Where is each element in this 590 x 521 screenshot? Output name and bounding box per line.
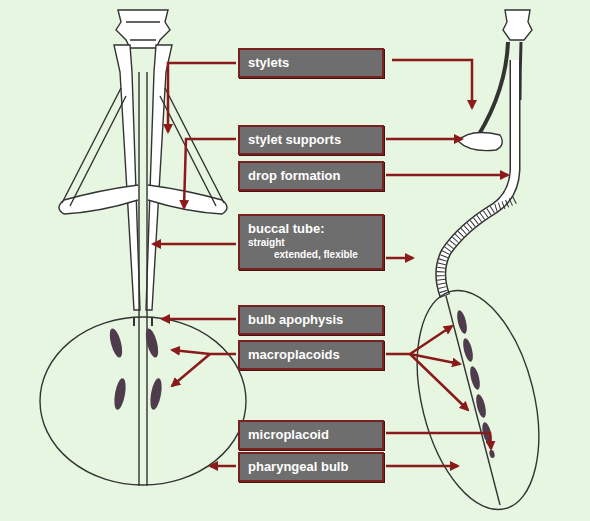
bulb-apophysis-mark — [134, 318, 152, 326]
mouth-detail — [126, 22, 160, 40]
buccal-tube-straight — [139, 72, 147, 486]
leader-line — [153, 243, 236, 246]
label-box: stylet supports — [238, 125, 384, 155]
leader-line — [172, 350, 236, 354]
leader-line — [168, 63, 236, 132]
leader-line — [392, 60, 472, 108]
leader-line — [172, 354, 210, 386]
part-name: drop formation — [248, 168, 374, 184]
part-note: extended, flexible — [248, 249, 374, 261]
leader-line — [210, 465, 236, 468]
leader-line — [184, 139, 236, 208]
leader-line — [386, 433, 491, 449]
leader-line — [162, 318, 236, 321]
placoid — [468, 365, 482, 390]
leader-line — [386, 257, 413, 260]
macroplacoids-left — [107, 327, 163, 410]
part-name: stylet supports — [248, 132, 374, 148]
stylet-support-left — [59, 185, 138, 214]
pharyngeal-bulb-outline — [40, 317, 246, 485]
mouth-ring — [116, 10, 170, 48]
placoid — [107, 327, 124, 359]
stylet-support-arm-right — [160, 88, 224, 206]
leader-line — [386, 465, 458, 468]
part-name: stylets — [248, 55, 374, 71]
buccal-tube-flexible — [441, 60, 515, 296]
part-name: microplacoid — [248, 427, 374, 443]
label-box: microplacoid — [238, 420, 384, 450]
part-name: buccal tube: — [248, 221, 374, 237]
part-name: bulb apophysis — [248, 312, 374, 328]
leader-line — [410, 354, 468, 410]
leader-line — [386, 138, 462, 141]
buccal-tube-hatching — [441, 200, 515, 296]
pharyngeal-bulb-outline — [397, 278, 560, 521]
label-box: buccal tube:straightextended, flexible — [238, 214, 384, 270]
pharynx-lumen — [446, 296, 500, 505]
buccal-tube-flexible — [441, 60, 515, 296]
lateral-view — [397, 10, 560, 521]
stylet-support-side — [458, 133, 502, 151]
label-box: stylets — [238, 48, 384, 78]
leader-line — [386, 174, 508, 177]
leader-lines — [153, 60, 508, 466]
placoid — [112, 377, 127, 410]
part-note: straight — [248, 237, 374, 249]
placoid — [474, 393, 488, 418]
stylet-support-right — [148, 185, 227, 214]
part-name: macroplacoids — [248, 347, 374, 363]
placoid — [148, 377, 163, 410]
stylet-left — [114, 45, 140, 310]
label-box: macroplacoids — [238, 340, 384, 370]
microplacoid-shape — [489, 450, 496, 459]
frontal-view — [40, 10, 246, 486]
placoid — [143, 327, 160, 359]
stylet-support-arm-left — [62, 88, 126, 206]
leader-line — [386, 326, 452, 354]
label-box: bulb apophysis — [238, 305, 384, 335]
mouth-ring — [503, 10, 532, 40]
placoid — [461, 337, 475, 362]
label-box: drop formation — [238, 161, 384, 191]
stylet-side — [478, 42, 508, 136]
label-box: pharyngeal bulb — [238, 452, 384, 482]
placoid — [455, 309, 469, 334]
part-name: pharyngeal bulb — [248, 459, 374, 475]
